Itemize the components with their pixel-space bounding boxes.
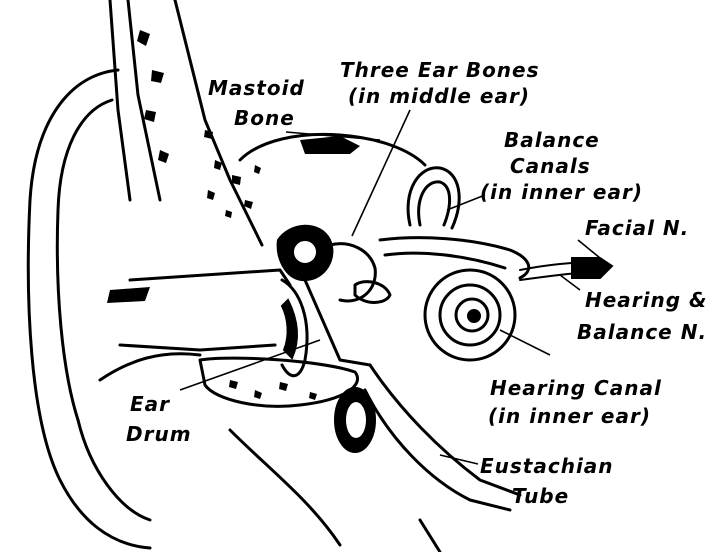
incus-bone xyxy=(330,244,375,301)
nerve-tip xyxy=(572,258,612,278)
lower-bone-texture xyxy=(229,380,317,400)
incus-joint xyxy=(293,240,317,264)
three-ear-bones-line1: Three Ear Bones xyxy=(340,58,540,82)
auricle-inner-rim xyxy=(57,100,112,420)
mastoid-line2: Bone xyxy=(234,106,295,130)
ear-canal-shading xyxy=(107,287,150,303)
vestibule-lower xyxy=(385,253,505,268)
neck-line xyxy=(420,520,440,552)
ear-drum-line1: Ear xyxy=(130,392,170,416)
semicircular-canal-outer xyxy=(408,168,459,228)
balance-canals-line2: Canals xyxy=(510,154,591,178)
semicircular-canal-inner xyxy=(419,182,450,225)
ear-drum-line2: Drum xyxy=(126,422,192,446)
hearing-canal-line1: Hearing Canal xyxy=(490,376,662,400)
balance-canals-line1: Balance xyxy=(504,128,600,152)
auricle-outer-rim xyxy=(28,70,150,548)
concha-lower xyxy=(100,354,200,380)
eustachian-line1: Eustachian xyxy=(480,454,614,478)
leader-hearing-canal xyxy=(500,330,550,355)
three-ear-bones-line2: (in middle ear) xyxy=(348,84,530,108)
mastoid-line1: Mastoid xyxy=(208,76,305,100)
hearing-canal-line2: (in inner ear) xyxy=(488,404,651,428)
ear-canal-bottom xyxy=(120,345,275,350)
hearing-balance-line2: Balance N. xyxy=(577,320,707,344)
lower-temporal-bone xyxy=(200,358,358,406)
ear-canal-top xyxy=(130,270,290,285)
skull-wall-inner xyxy=(128,0,160,200)
carotid-lumen xyxy=(346,402,366,438)
facial-nerve-label: Facial N. xyxy=(585,216,689,240)
eustachian-line2: Tube xyxy=(512,484,569,508)
jaw-line xyxy=(230,430,340,545)
cochlea-core xyxy=(468,310,480,322)
middle-ear-floor xyxy=(305,280,370,365)
leader-ear-bones xyxy=(352,110,410,236)
hearing-balance-line1: Hearing & xyxy=(585,288,707,312)
leader-facial-nerve xyxy=(578,240,600,258)
balance-canals-line3: (in inner ear) xyxy=(480,180,643,204)
